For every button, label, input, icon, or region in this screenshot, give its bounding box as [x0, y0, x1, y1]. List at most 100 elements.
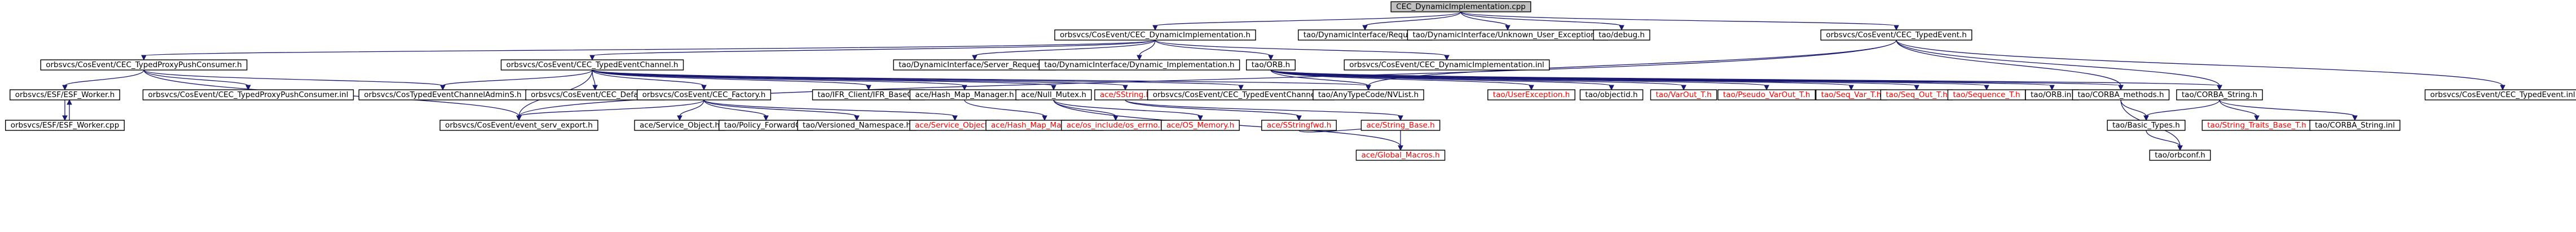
node-dynimpl-h[interactable]: orbsvcs/CosEvent/CEC_DynamicImplementati…: [1054, 29, 1256, 41]
node-label: tao/CORBA_methods.h: [2077, 90, 2164, 99]
node-box: [1650, 89, 1718, 100]
node-box: [1015, 89, 1092, 100]
node-hash-map-manager-h[interactable]: ace/Hash_Map_Manager.h: [909, 89, 1020, 100]
node-box: [1054, 29, 1256, 41]
node-string-traits-base-h[interactable]: tao/String_Traits_Base_T.h: [2201, 120, 2312, 131]
node-label: ace/Null_Mutex.h: [1021, 90, 1086, 99]
node-label: tao/DynamicInterface/Request.h: [1304, 30, 1427, 40]
node-box: [439, 120, 598, 131]
node-label: orbsvcs/CosEvent/CEC_TypedEvent.inl: [2430, 90, 2575, 99]
node-esf-worker-cpp[interactable]: orbsvcs/ESF/ESF_Worker.cpp: [5, 120, 125, 131]
node-os-memory-h[interactable]: ace/OS_Memory.h: [1161, 120, 1240, 131]
node-seq-var-t-h[interactable]: tao/Seq_Var_T.h: [1815, 89, 1887, 100]
edge-hash_map_manager_h-to-hash_map_manager_t_h: [964, 99, 1047, 121]
edge-esf_worker_h-to-esf_worker_cpp: [62, 99, 68, 121]
node-corba-string-h[interactable]: tao/CORBA_String.h: [2176, 89, 2263, 100]
node-null-mutex-h[interactable]: ace/Null_Mutex.h: [1015, 89, 1092, 100]
edge-dynimpl_h-to-orb_h: [1155, 40, 1274, 61]
node-service-object-red-h[interactable]: ace/Service_Object.h: [909, 120, 1001, 131]
node-sstring-h[interactable]: ace/SString.h: [1094, 89, 1156, 100]
edge-esf_worker_cpp-to-esf_worker_h: [67, 99, 72, 121]
node-dynamic-implementation-h[interactable]: tao/DynamicInterface/Dynamic_Implementat…: [1038, 59, 1240, 71]
node-service-object-h[interactable]: ace/Service_Object.h: [634, 120, 725, 131]
node-label: orbsvcs/CosEvent/CEC_TypedProxyPushConsu…: [148, 90, 348, 99]
node-label: tao/UserException.h: [1493, 90, 1570, 99]
edge-typed_proxy_push_consumer_h-to-esf_worker_h: [62, 69, 144, 91]
node-request-h[interactable]: tao/DynamicInterface/Request.h: [1298, 29, 1432, 41]
node-sstringfwd-h[interactable]: ace/SStringfwd.h: [1261, 120, 1337, 131]
node-box: [636, 89, 772, 100]
node-box: [1355, 150, 1446, 161]
node-label: tao/String_Traits_Base_T.h: [2207, 121, 2306, 130]
node-server-request-h[interactable]: tao/DynamicInterface/Server_Request.h: [893, 59, 1056, 71]
node-dynimpl-inl[interactable]: orbsvcs/CosEvent/CEC_DynamicImplementati…: [1344, 59, 1550, 71]
node-global-macros-h[interactable]: ace/Global_Macros.h: [1355, 150, 1446, 161]
node-label: ace/OS_Memory.h: [1166, 121, 1234, 130]
node-os-errno-h[interactable]: ace/os_include/os_errno.h: [1061, 120, 1170, 131]
node-cec-defaults-h[interactable]: orbsvcs/CosEvent/CEC_Defaults.h: [525, 89, 665, 100]
node-typed-event-channel-h[interactable]: orbsvcs/CosEvent/CEC_TypedEventChannel.h: [500, 59, 684, 71]
node-box: [9, 89, 121, 100]
node-policy-forward-h[interactable]: tao/Policy_ForwardC.h: [719, 120, 813, 131]
node-pseudo-varout-t-h[interactable]: tao/Pseudo_VarOut_T.h: [1718, 89, 1816, 100]
node-label: CEC_DynamicImplementation.cpp: [1396, 2, 1526, 11]
node-string-base-h[interactable]: ace/String_Base.h: [1360, 120, 1441, 131]
edge-cec_factory_h-to-service_object_h: [677, 99, 704, 121]
node-corba-methods-h[interactable]: tao/CORBA_methods.h: [2072, 89, 2170, 100]
edge-root-to-request_h: [1362, 11, 1461, 31]
node-box: [500, 59, 684, 71]
node-box: [1161, 120, 1240, 131]
node-orb-h[interactable]: tao/ORB.h: [1246, 59, 1296, 71]
node-orb-inl[interactable]: tao/ORB.inl: [2025, 89, 2079, 100]
node-cos-typed-event-channel-admin-h[interactable]: orbsvcs/CosTypedEventChannelAdminS.h: [358, 89, 527, 100]
edge-dynimpl_h-to-dynamic_implementation_h: [1137, 40, 1156, 61]
edge-root-to-typed_event_h: [1460, 11, 1899, 31]
node-any-typecode-h[interactable]: tao/AnyTypeCode/NVList.h: [1313, 89, 1424, 100]
node-cec-factory-h[interactable]: orbsvcs/CosEvent/CEC_Factory.h: [636, 89, 772, 100]
node-basic-types-h[interactable]: tao/Basic_Types.h: [2107, 120, 2186, 131]
node-box: [1038, 59, 1240, 71]
node-label: tao/Basic_Types.h: [2112, 121, 2180, 130]
node-esf-worker-h[interactable]: orbsvcs/ESF/ESF_Worker.h: [9, 89, 121, 100]
node-versioned-namespace-h[interactable]: tao/Versioned_Namespace.h: [797, 120, 917, 131]
edge-typed_event_h-to-event_serv_export_h: [516, 40, 1897, 121]
node-label: orbsvcs/CosEvent/CEC_TypedEvent.h: [1826, 30, 1967, 40]
node-box: [1820, 29, 1972, 41]
edge-null_mutex_h-to-os_errno_h: [1053, 99, 1119, 121]
node-corba-string-inl[interactable]: tao/CORBA_String.inl: [2309, 120, 2401, 131]
edge-sstring_h-to-string_base_h: [1125, 99, 1403, 121]
edge-cec_factory_h-to-event_serv_export_h: [516, 99, 704, 121]
node-label: tao/Seq_Var_T.h: [1821, 90, 1882, 99]
node-event-serv-export-h[interactable]: orbsvcs/CosEvent/event_serv_export.h: [439, 120, 598, 131]
node-ifr-client-h[interactable]: tao/IFR_Client/IFR_BaseC.h: [812, 89, 926, 100]
node-label: tao/Sequence_T.h: [1953, 90, 2020, 99]
node-seq-out-t-h[interactable]: tao/Seq_Out_T.h: [1880, 89, 1953, 100]
node-varout-t-h[interactable]: tao/VarOut_T.h: [1650, 89, 1718, 100]
node-typed-proxy-push-consumer-inl[interactable]: orbsvcs/CosEvent/CEC_TypedProxyPushConsu…: [142, 89, 354, 100]
node-typed-event-inl[interactable]: orbsvcs/CosEvent/CEC_TypedEvent.inl: [2424, 89, 2576, 100]
edge-null_mutex_h-to-os_memory_h: [1053, 99, 1203, 121]
node-orbconf-h[interactable]: tao/orbconf.h: [2149, 150, 2211, 161]
node-sequence-t-h[interactable]: tao/Sequence_T.h: [1947, 89, 2026, 100]
node-debug-h[interactable]: tao/debug.h: [1593, 29, 1650, 41]
node-box: [1718, 89, 1816, 100]
node-label: orbsvcs/ESF/ESF_Worker.h: [15, 90, 115, 99]
node-box: [40, 59, 248, 71]
node-root[interactable]: CEC_DynamicImplementation.cpp: [1390, 1, 1531, 12]
node-box: [1579, 89, 1644, 100]
node-box: [1593, 29, 1650, 41]
node-box: [1344, 59, 1550, 71]
node-typed-event-h[interactable]: orbsvcs/CosEvent/CEC_TypedEvent.h: [1820, 29, 1972, 41]
node-user-exception-h[interactable]: tao/UserException.h: [1487, 89, 1575, 100]
edge-cec_factory_h-to-versioned_namespace_h: [703, 99, 860, 121]
node-typed-proxy-push-consumer-h[interactable]: orbsvcs/CosEvent/CEC_TypedProxyPushConsu…: [40, 59, 248, 71]
edge-root-to-unk_user_exc_h: [1460, 11, 1511, 31]
node-objectid-h[interactable]: tao/objectid.h: [1579, 89, 1644, 100]
node-label: ace/os_include/os_errno.h: [1067, 121, 1165, 130]
node-unk-user-exc-h[interactable]: tao/DynamicInterface/Unknown_User_Except…: [1407, 29, 1609, 41]
node-label: tao/ORB.inl: [2031, 90, 2073, 99]
node-typed-event-channel-inl[interactable]: orbsvcs/CosEvent/CEC_TypedEventChannel.i…: [1147, 89, 1335, 100]
node-label: ace/SStringfwd.h: [1267, 121, 1331, 130]
node-label: orbsvcs/CosEvent/CEC_Defaults.h: [531, 90, 659, 99]
